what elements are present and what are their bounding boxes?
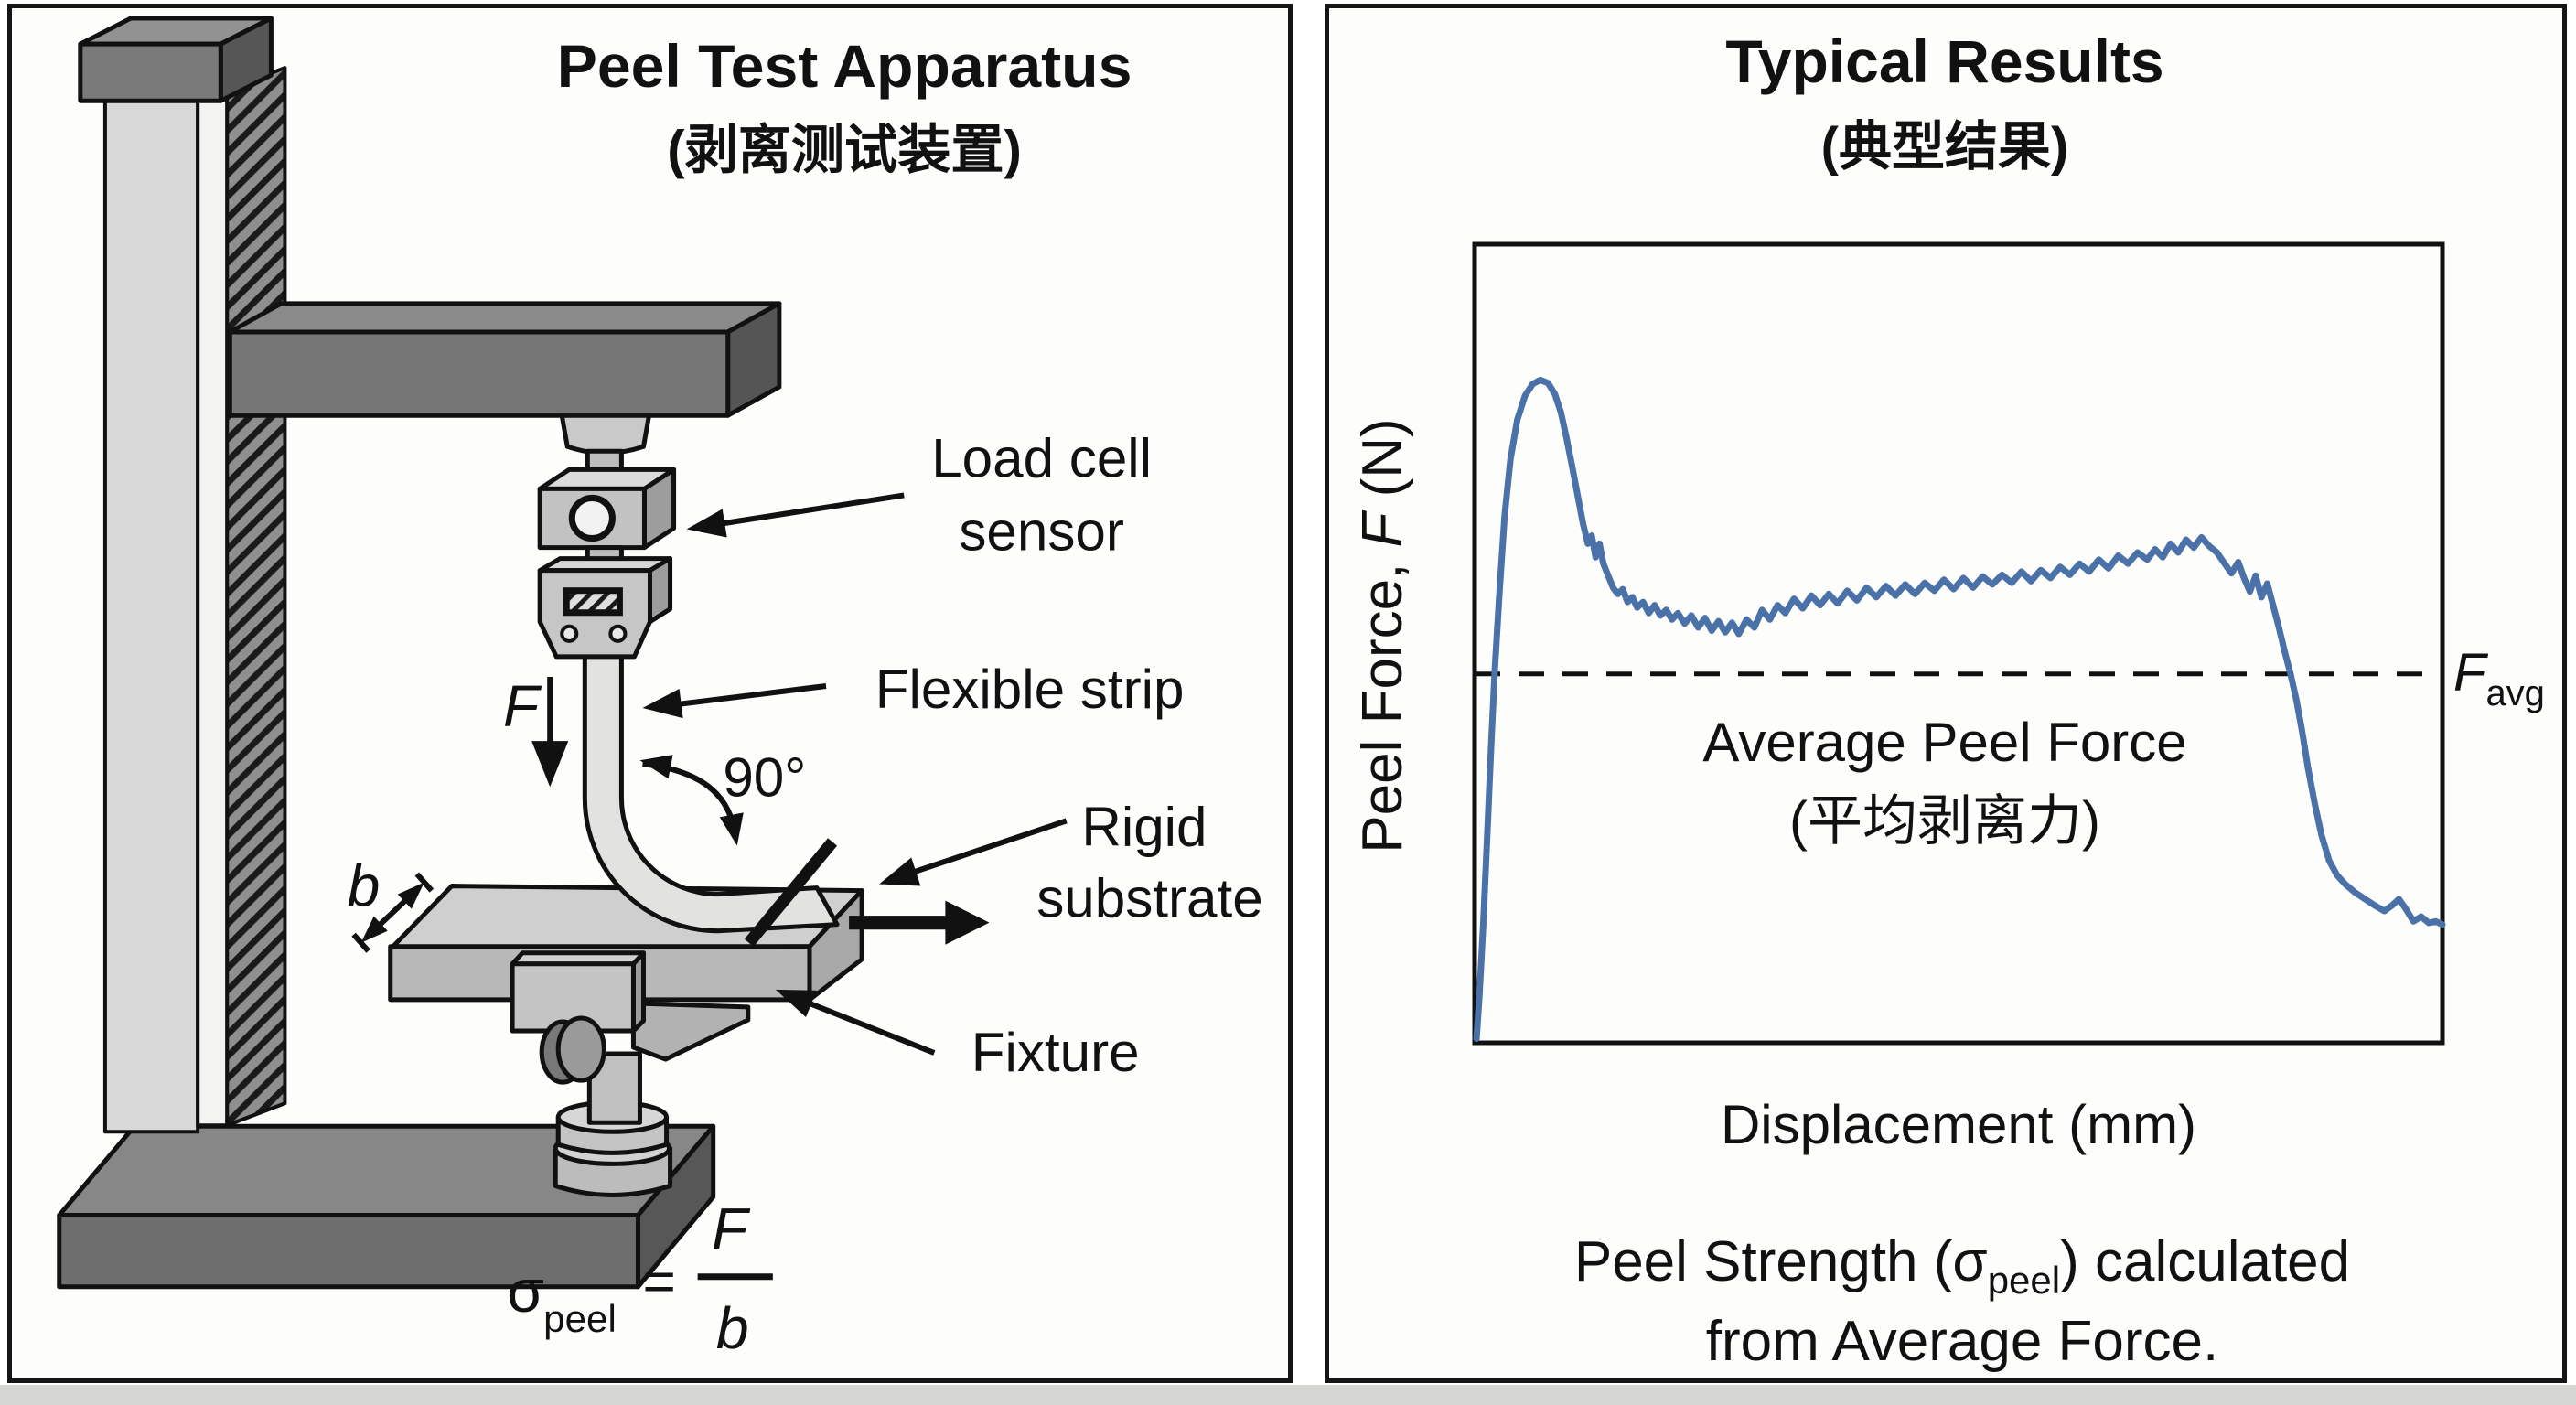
fixture-pedestal bbox=[553, 1001, 751, 1197]
machine-base bbox=[57, 1123, 716, 1290]
arrow-load-cell bbox=[686, 492, 905, 538]
results-chart: Typical Results (典型结果) Favg Average Peel… bbox=[1351, 27, 2545, 1373]
peel-test-apparatus-panel: Peel Test Apparatus (剥离测试装置) Load cell s… bbox=[7, 4, 1293, 1383]
bottom-margin-strip bbox=[0, 1385, 2576, 1405]
grip-clamp-hatch bbox=[563, 587, 623, 617]
annotation-average-peel-force: Average Peel Force bbox=[1702, 712, 2186, 773]
y-axis-label: Peel Force, F (N) bbox=[1351, 418, 1414, 853]
label-angle-90: 90° bbox=[723, 746, 806, 808]
arrow-rigid-substrate bbox=[879, 818, 1068, 886]
label-flexible-strip: Flexible strip bbox=[875, 659, 1185, 720]
arrow-fixture bbox=[775, 989, 936, 1056]
fixture-bracket bbox=[630, 1001, 751, 1062]
label-width-b: b bbox=[348, 853, 381, 919]
x-axis-label: Displacement (mm) bbox=[1721, 1094, 2196, 1155]
formula-sigma-sub: peel bbox=[543, 1297, 617, 1340]
flexible-strip-graphic bbox=[582, 639, 840, 934]
note-line1: Peel Strength (σpeel) calculated bbox=[1574, 1230, 2350, 1302]
width-b-arrow bbox=[351, 872, 435, 953]
peel-curve bbox=[1473, 376, 2446, 1043]
formula-sigma: σ bbox=[507, 1258, 544, 1325]
column-cap bbox=[78, 16, 274, 103]
label-rigid-line1: Rigid bbox=[1081, 796, 1207, 857]
label-load-cell-line1: Load cell bbox=[931, 427, 1152, 488]
favg-label: Favg bbox=[2453, 643, 2545, 713]
left-panel-subtitle: (剥离测试装置) bbox=[667, 120, 1022, 179]
machine-column bbox=[78, 16, 287, 1134]
left-panel-title: Peel Test Apparatus bbox=[557, 33, 1132, 101]
label-load-cell-line2: sensor bbox=[959, 501, 1124, 563]
load-cell bbox=[537, 467, 677, 574]
arrow-flexible-strip bbox=[642, 682, 827, 719]
note-line2: from Average Force. bbox=[1706, 1310, 2219, 1373]
label-fixture: Fixture bbox=[971, 1022, 1140, 1083]
angle-arc-arrow bbox=[639, 755, 744, 846]
label-force-f: F bbox=[503, 673, 542, 739]
annotation-average-peel-force-cn: (平均剥离力) bbox=[1789, 790, 2100, 852]
strip-grip bbox=[537, 556, 673, 660]
force-arrow bbox=[531, 676, 569, 788]
right-panel-title: Typical Results bbox=[1725, 27, 2163, 95]
label-rigid-line2: substrate bbox=[1036, 868, 1262, 929]
formula-numerator: F bbox=[712, 1196, 751, 1262]
plot-area bbox=[1472, 241, 2445, 1046]
apparatus-drawing: Peel Test Apparatus (剥离测试装置) Load cell s… bbox=[57, 16, 1263, 1361]
formula-denominator: b bbox=[716, 1295, 749, 1361]
formula-equals: = bbox=[642, 1250, 675, 1314]
pull-direction-arrow bbox=[849, 900, 990, 945]
peel-strength-formula: σ peel = F b bbox=[507, 1196, 773, 1361]
right-panel-subtitle: (典型结果) bbox=[1821, 117, 2069, 177]
clamp-knob bbox=[555, 1015, 606, 1083]
load-cell-hole bbox=[568, 494, 616, 542]
crossbar bbox=[227, 301, 782, 418]
typical-results-panel: Typical Results (典型结果) Favg Average Peel… bbox=[1325, 4, 2567, 1383]
peel-front-marker bbox=[744, 838, 838, 947]
fixture-clamp bbox=[510, 950, 646, 1085]
